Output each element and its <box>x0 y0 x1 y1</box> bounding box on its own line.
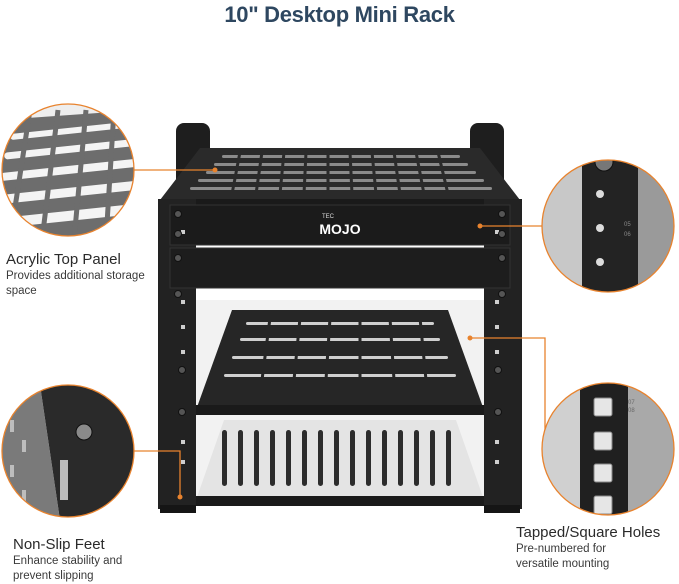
zoom-ring-top <box>1 103 135 237</box>
top-panel-slot-gaps <box>230 151 450 195</box>
callout-dots <box>177 167 483 500</box>
top-panel-slots <box>190 155 492 190</box>
right-foot <box>484 505 520 513</box>
blank-plate <box>169 247 511 289</box>
callout-top-panel-heading: Acrylic Top Panel <box>6 251 121 268</box>
zoom-rail-holes: 05 06 <box>542 160 674 292</box>
zoom-square-holes: 07 08 <box>542 383 674 515</box>
bottom-shelf-slots <box>222 430 451 486</box>
rack-screws <box>174 210 506 416</box>
zoom-feet <box>2 385 134 517</box>
page-title: 10" Desktop Mini Rack <box>224 2 455 27</box>
svg-text:05: 05 <box>624 222 631 228</box>
callout-top-panel: Acrylic Top Panel Provides additional st… <box>6 250 156 299</box>
svg-text:07: 07 <box>628 400 635 406</box>
left-foot <box>160 505 196 513</box>
zoom-ring-holes <box>541 382 675 516</box>
svg-text:06: 06 <box>624 232 631 238</box>
callout-top-panel-desc: Provides additional storage space <box>6 270 145 297</box>
zoom-ring-rail <box>541 159 675 293</box>
middle-shelf-vent-gaps <box>260 317 428 381</box>
callout-holes: Tapped/Square Holes Pre-numbered for ver… <box>516 523 676 572</box>
callout-holes-desc: Pre-numbered for versatile mounting <box>516 543 610 570</box>
callout-holes-heading: Tapped/Square Holes <box>516 524 661 541</box>
rail-holes <box>181 230 499 464</box>
brand-prefix: TEC <box>322 214 335 220</box>
rack-body <box>158 123 522 513</box>
callout-feet-desc: Enhance stability and prevent slipping <box>13 555 123 582</box>
brand-logo: MOJO <box>319 221 360 237</box>
logo-plate <box>169 204 511 246</box>
zoom-ring-feet <box>1 384 135 518</box>
callout-feet-heading: Non-Slip Feet <box>13 536 105 553</box>
svg-text:08: 08 <box>628 408 635 414</box>
callout-feet: Non-Slip Feet Enhance stability and prev… <box>13 535 153 584</box>
zoom-top-panel <box>2 104 134 236</box>
